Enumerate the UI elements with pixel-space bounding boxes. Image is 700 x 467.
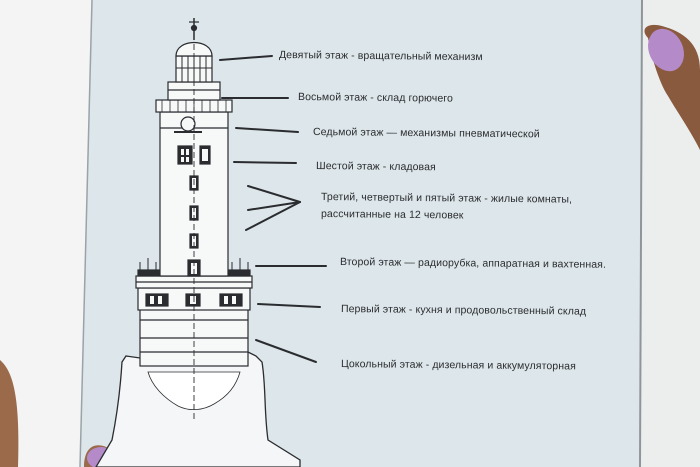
label-floor-0: Цокольный этаж - дизельная и аккумулятор…: [340, 358, 576, 373]
leader-floors-3-5-b: [247, 201, 301, 211]
shaft-window-upper: [177, 145, 193, 165]
right-thumbnail: [648, 28, 684, 72]
leader-floors-3-5-a: [247, 185, 301, 203]
lighthouse-drawing: [135, 18, 253, 420]
leader-floor-9: [219, 55, 273, 61]
leader-floor-1: [257, 303, 321, 308]
leader-floor-6: [233, 161, 297, 164]
right-thumb: [644, 24, 700, 151]
label-floor-9: Девятый этаж - вращательный механизм: [278, 49, 483, 64]
label-floor-8: Восьмой этаж - склад горючего: [297, 91, 454, 105]
leader-floor-7: [235, 127, 299, 133]
label-floor-7: Седьмой этаж — механизмы пневматической: [312, 126, 540, 141]
leader-floor-0: [255, 339, 317, 363]
sheet-left-edge: [79, 0, 93, 467]
label-floors-3-5-line2: рассчитанные на 12 человек: [320, 208, 464, 222]
paper-left-border: [0, 0, 92, 467]
sheet-right-edge: [639, 0, 643, 467]
leader-lines: [219, 55, 327, 363]
leader-floors-3-5-c: [245, 201, 301, 231]
label-floor-6: Шестой этаж - кладовая: [315, 160, 436, 174]
porthole: [180, 116, 196, 132]
left-finger: [0, 360, 19, 467]
label-floor-1: Первый этаж - кухня и продовольственный …: [340, 303, 587, 318]
